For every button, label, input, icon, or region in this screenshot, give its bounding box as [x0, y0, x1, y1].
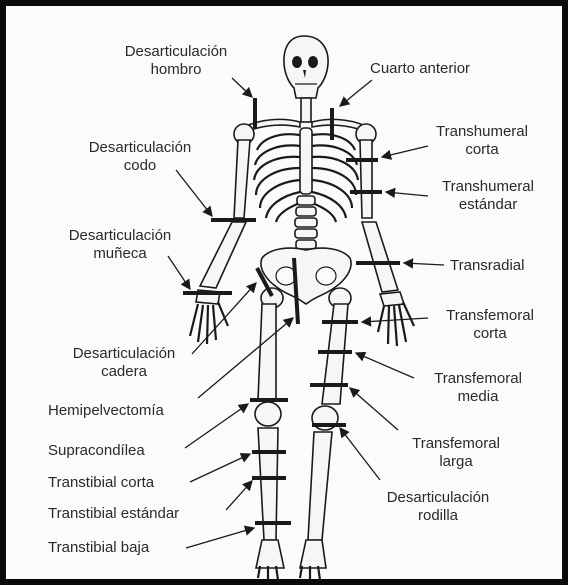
label-transradial: Transradial — [450, 257, 524, 274]
label-hemipelvectomy: Hemipelvectomía — [48, 402, 165, 419]
foot-left — [300, 540, 326, 568]
label-transtibial-std: Transtibial estándar — [48, 505, 179, 522]
lumbar-spine — [295, 196, 317, 249]
foot-right — [256, 540, 284, 568]
label-quarter: Cuarto anterior — [370, 60, 470, 77]
cut-lines — [183, 98, 400, 523]
forearm-right — [200, 222, 246, 288]
femur-right — [258, 304, 276, 400]
skull — [284, 36, 328, 98]
label-supracondylar: Supracondílea — [48, 442, 145, 459]
forearm-left — [362, 222, 398, 292]
humerus-left — [360, 140, 372, 218]
tibia-left — [308, 432, 332, 540]
skeleton-figure — [190, 36, 414, 580]
label-transtibial-short: Transtibial corta — [48, 474, 155, 491]
humerus-right — [234, 140, 250, 218]
label-transtibial-low: Transtibial baja — [48, 539, 150, 556]
